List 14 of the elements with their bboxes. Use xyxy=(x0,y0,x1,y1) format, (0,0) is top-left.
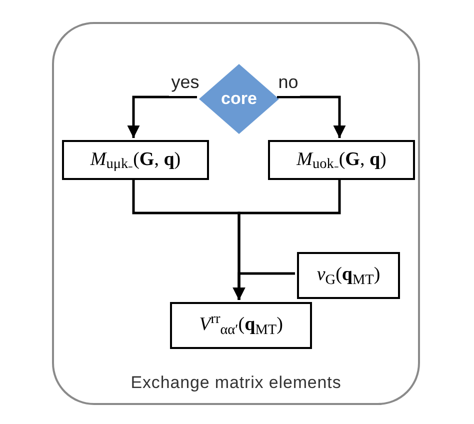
formula-text: M$_{uok₋}$(G, q) xyxy=(296,148,386,174)
formula-box xyxy=(62,140,209,180)
decision-label: core xyxy=(221,88,257,110)
connector-arrow xyxy=(127,96,197,138)
connector-arrow xyxy=(232,272,295,300)
connector-arrow xyxy=(277,96,346,138)
formula-box xyxy=(268,140,415,180)
formula-text: V$^{rr}$$_{αα′}$(q$_{MT}$) xyxy=(199,311,283,340)
formula-box xyxy=(170,302,312,349)
formula-box xyxy=(297,252,400,299)
frame-title: Exchange matrix elements xyxy=(130,372,342,394)
formula-text: v$_{G}$(q$_{MT}$) xyxy=(316,263,380,290)
frame-box xyxy=(52,22,420,405)
formula-text: M$_{uμk₋}$(G, q) xyxy=(90,148,181,174)
